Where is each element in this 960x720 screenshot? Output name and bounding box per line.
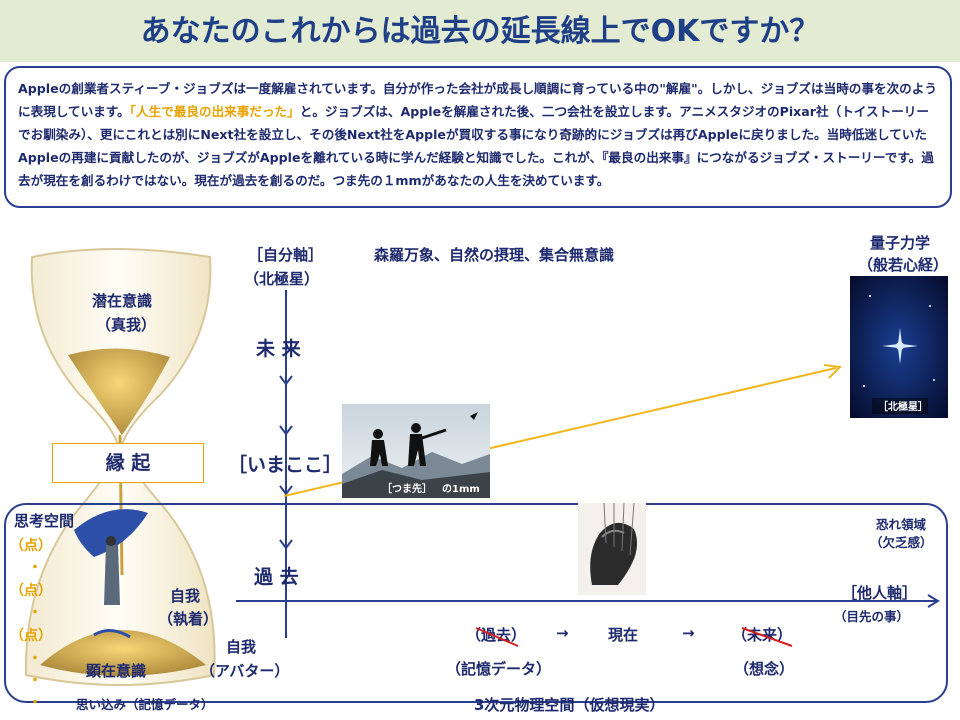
story-part-1: Appleの創業者スティーブ・ジョブズは一度解雇されています。自分が作った会社が…: [18, 81, 937, 119]
down-arrow-icon: [279, 375, 293, 386]
other-axis-label: ［他人軸］: [842, 584, 918, 602]
puppet-head-icon: [578, 503, 646, 595]
down-arrow-icon: [279, 485, 293, 496]
arrow-2: →: [682, 624, 695, 642]
story-part-2: と。ジョブズは、Appleを解雇された後、二つ会社を設立します。アニメスタジオの…: [18, 104, 934, 188]
toe-caption-b: の1mm: [442, 484, 480, 495]
story-highlight: 「人生で最良の出来事だった」: [129, 104, 300, 119]
dot-5: ・: [28, 695, 42, 711]
fear-zone-label: 恐れ領域: [876, 517, 927, 532]
ego2-label: 自我: [226, 638, 257, 656]
dot-3: ・: [28, 651, 42, 667]
avatar-label: （アバター）: [200, 662, 290, 680]
strike-lines: [475, 627, 793, 647]
page-title: あなたのこれからは過去の延長線上でOKですか？: [140, 14, 820, 49]
subconscious-label: 潜在意識: [92, 292, 153, 310]
self-axis-label: ［自分軸］: [248, 246, 324, 264]
physical-space-label: 3次元物理空間（仮想現実）: [474, 696, 665, 714]
thought-space-label: 思考空間: [14, 512, 75, 530]
imagination-label: （想念）: [734, 660, 795, 678]
toe-caption-a: ［つま先］: [382, 482, 432, 495]
true-self-label: （真我）: [96, 316, 157, 334]
assumption-label: 思い込み（記憶データ）: [76, 697, 214, 712]
story-box: Appleの創業者スティーブ・ジョブズは一度解雇されています。自分が作った会社が…: [4, 66, 952, 208]
hannya-label: （般若心経）: [858, 256, 949, 274]
arrow-1: →: [556, 624, 569, 642]
immediate-label: （目先の事）: [834, 609, 910, 624]
lack-label: （欠乏感）: [870, 535, 933, 550]
title-banner: [0, 0, 960, 62]
present-label: 現在: [608, 626, 639, 644]
star-caption: ［北極星］: [878, 400, 928, 413]
cosmos-label: 森羅万象、自然の摂理、集合無意識: [374, 246, 615, 264]
future-label: 未 来: [256, 338, 301, 360]
attachment-label: （執着）: [158, 610, 219, 628]
dot-1: ・: [28, 560, 42, 576]
dot-2: ・: [28, 605, 42, 621]
point-label-1: （点）: [10, 538, 52, 554]
other-axis-line: [236, 594, 940, 608]
down-arrow-icon: [279, 539, 293, 550]
physical-space-frame: [4, 503, 948, 703]
past-axis-label: 過 去: [254, 566, 299, 588]
engi-box: 縁 起: [52, 443, 204, 483]
quantum-label: 量子力学: [870, 234, 931, 252]
engi-label: 縁 起: [105, 452, 151, 474]
time-axis: [279, 290, 293, 638]
dot-4: ・: [28, 673, 42, 689]
ego-label: 自我: [170, 587, 201, 605]
conscious-label: 顕在意識: [86, 662, 147, 680]
memory-data-label: （記憶データ）: [446, 660, 552, 678]
point-label-2: （点）: [10, 583, 52, 599]
down-arrow-icon: [279, 425, 293, 436]
north-star-label: （北極星）: [244, 270, 320, 288]
story-text: Appleの創業者スティーブ・ジョブズは一度解雇されています。自分が作った会社が…: [18, 77, 938, 192]
here-now-label: ［いまここ］: [228, 454, 343, 476]
north-star-photo-icon: ［北極星］: [850, 276, 948, 418]
hikers-photo-icon: ［つま先］ の1mm: [342, 404, 490, 498]
point-label-3: （点）: [10, 628, 52, 644]
